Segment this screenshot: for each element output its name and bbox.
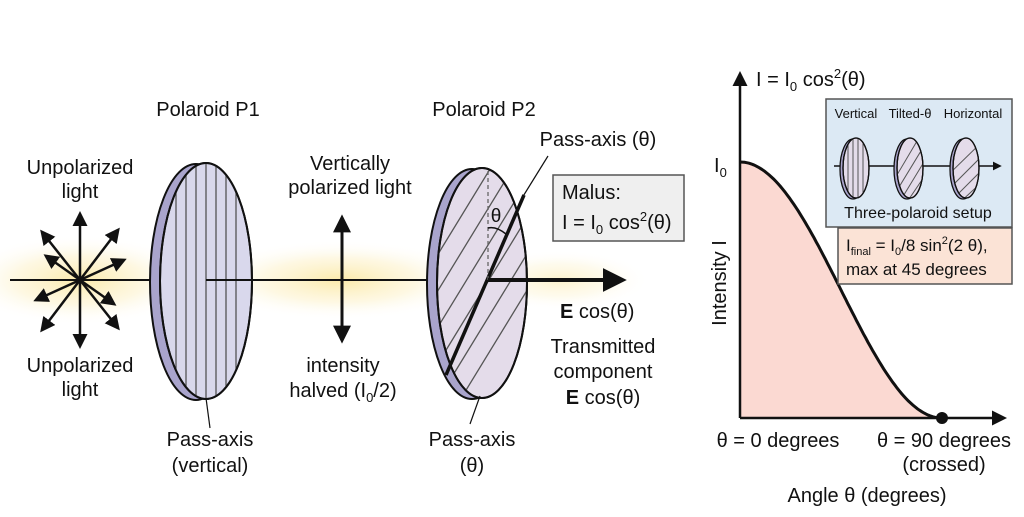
p1-axis-label-line1: Pass-axis <box>167 429 254 451</box>
unpolarized-arrows-icon <box>33 211 127 349</box>
inset-label-vertical: Vertical <box>835 106 878 121</box>
three-polaroid-inset: Vertical Tilted-θ Horizontal <box>825 98 1013 228</box>
p1-axis-label-line2: (vertical) <box>172 455 249 477</box>
graph-x-end-label-line2: (crossed) <box>902 454 985 476</box>
inset-caption: Three-polaroid setup <box>844 205 992 222</box>
p1-axis-leader <box>205 397 211 429</box>
unpolarized-label-top-line1: Unpolarized <box>27 157 134 179</box>
inset-polaroid-tilted <box>893 137 924 200</box>
theta-arc <box>487 226 507 235</box>
vertical-polarized-label-line2: polarized light <box>288 177 412 199</box>
graph-x-label: Angle θ (degrees) <box>788 485 947 507</box>
unpolarized-label-top-line2: light <box>62 181 99 203</box>
transmitted-label-line3: E cos(θ) <box>566 387 640 409</box>
intensity-halved-line1: intensity <box>306 355 379 377</box>
inset-label-tilted: Tilted-θ <box>889 106 932 121</box>
intensity-halved-line2: halved (I0/2) <box>289 380 396 405</box>
malus-law-box: Malus: I = I0 cos2(θ) <box>552 174 685 242</box>
graph-x-start-label: θ = 0 degrees <box>717 430 840 452</box>
crossed-point-marker <box>936 412 948 424</box>
theta-symbol: θ <box>491 206 502 227</box>
p2-axis-bottom-label-line2: (θ) <box>460 455 484 477</box>
polaroid-p2-title: Polaroid P2 <box>432 99 535 121</box>
p2-pass-axis-line <box>444 194 526 376</box>
intensity-graph: I = I0 cos2(θ) I0 Intensity I θ = 0 degr… <box>709 66 1011 507</box>
final-intensity-equation: Ifinal = I0/8 sin2(2 θ), <box>846 235 988 258</box>
final-intensity-box: Ifinal = I0/8 sin2(2 θ), max at 45 degre… <box>837 227 1013 285</box>
p2-axis-bottom-label-line1: Pass-axis <box>429 429 516 451</box>
polaroid-p2: θ <box>426 167 528 400</box>
vertical-polarized-label-line1: Vertically <box>310 153 390 175</box>
malus-title: Malus: <box>562 182 621 204</box>
inset-label-horizontal: Horizontal <box>944 106 1003 121</box>
inset-polaroid-vertical <box>839 137 870 200</box>
malus-equation: I = I0 cos2(θ) <box>562 209 672 237</box>
unpolarized-label-bottom-line1: Unpolarized <box>27 355 134 377</box>
polaroid-p1 <box>149 162 253 401</box>
p2-axis-top-leader <box>521 155 549 199</box>
polaroid-p1-title: Polaroid P1 <box>156 99 259 121</box>
unpolarized-label-bottom-line2: light <box>62 379 99 401</box>
final-intensity-note: max at 45 degrees <box>846 260 987 279</box>
e-cos-label: E cos(θ) <box>560 301 634 323</box>
graph-x-end-label-line1: θ = 90 degrees <box>877 430 1011 452</box>
inset-polaroid-horizontal <box>949 137 980 200</box>
graph-i0-label: I0 <box>714 155 727 180</box>
transmitted-label-line2: component <box>554 361 653 383</box>
intensity-curve <box>739 160 943 420</box>
transmitted-label-line1: Transmitted <box>551 336 656 358</box>
p2-axis-top-label: Pass-axis (θ) <box>540 129 657 151</box>
graph-title: I = I0 cos2(θ) <box>756 66 866 94</box>
graph-y-label: Intensity I <box>709 240 731 326</box>
p2-axis-bottom-leader <box>469 395 481 425</box>
